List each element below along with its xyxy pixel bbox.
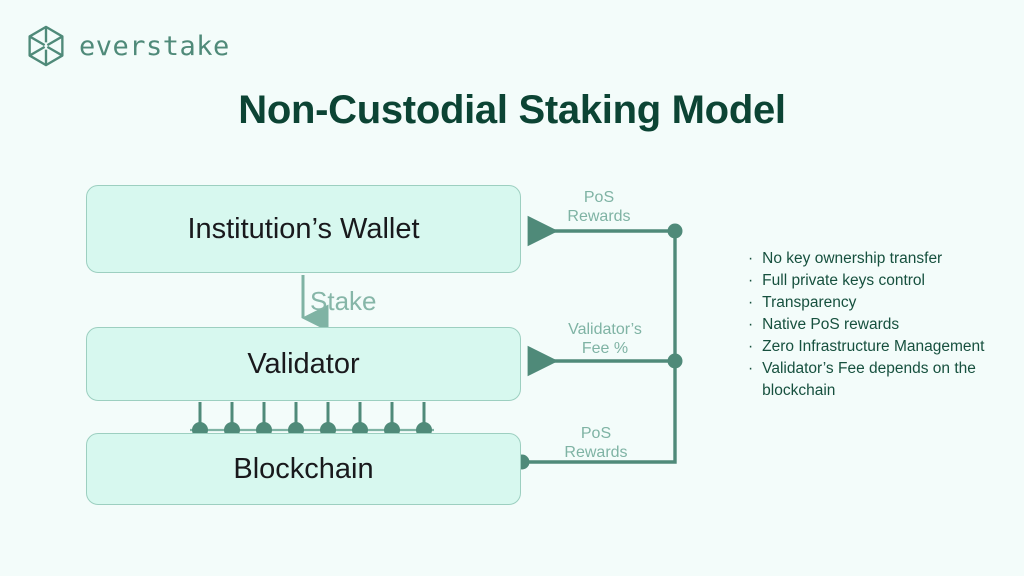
edge-label-validator-fee: Validator’s Fee % — [568, 321, 642, 357]
list-item-label: Transparency — [762, 294, 857, 311]
node-label: Institution’s Wallet — [187, 212, 420, 245]
list-item-label: No key ownership transfer — [762, 250, 943, 267]
list-item-label: Full private keys control — [762, 272, 925, 289]
page-title: Non-Custodial Staking Model — [238, 88, 786, 132]
edge-pos-rewards-top — [527, 215, 683, 247]
node-label: Validator — [247, 347, 360, 380]
bullet-icon: · — [748, 294, 754, 311]
edge-label-stake: Stake — [310, 286, 377, 316]
list-item-label: Native PoS rewards — [762, 316, 900, 333]
node-label: Blockchain — [233, 452, 374, 485]
brand-lockup[interactable]: everstake — [26, 25, 230, 67]
bullet-icon: · — [748, 316, 754, 333]
node-blockchain[interactable]: Blockchain — [86, 433, 521, 505]
edge-label-pos-rewards-bottom: PoS Rewards — [564, 425, 628, 461]
list-item: · Native PoS rewards — [748, 314, 1000, 336]
node-validator[interactable]: Validator — [86, 327, 521, 401]
bullet-icon: · — [748, 272, 754, 289]
list-item-label: Zero Infrastructure Management — [762, 338, 985, 355]
list-item: · Zero Infrastructure Management — [748, 336, 1000, 358]
list-item: · Validator’s Fee depends on the blockch… — [748, 358, 1000, 402]
edge-trunk — [523, 231, 677, 464]
list-item-label: Validator’s Fee depends on the blockchai… — [762, 360, 976, 399]
bullet-icon: · — [748, 250, 754, 267]
list-item: · Transparency — [748, 292, 1000, 314]
brand-wordmark: everstake — [79, 30, 230, 62]
hexagon-logo-icon — [28, 25, 64, 67]
benefits-list: · No key ownership transfer · Full priva… — [748, 248, 1000, 402]
node-institutions-wallet[interactable]: Institution’s Wallet — [86, 185, 521, 273]
bullet-icon: · — [748, 360, 754, 377]
edge-label-pos-rewards-top: PoS Rewards — [567, 189, 631, 225]
list-item: · Full private keys control — [748, 270, 1000, 292]
bullet-icon: · — [748, 338, 754, 355]
list-item: · No key ownership transfer — [748, 248, 1000, 270]
edge-validator-fee — [527, 345, 683, 377]
